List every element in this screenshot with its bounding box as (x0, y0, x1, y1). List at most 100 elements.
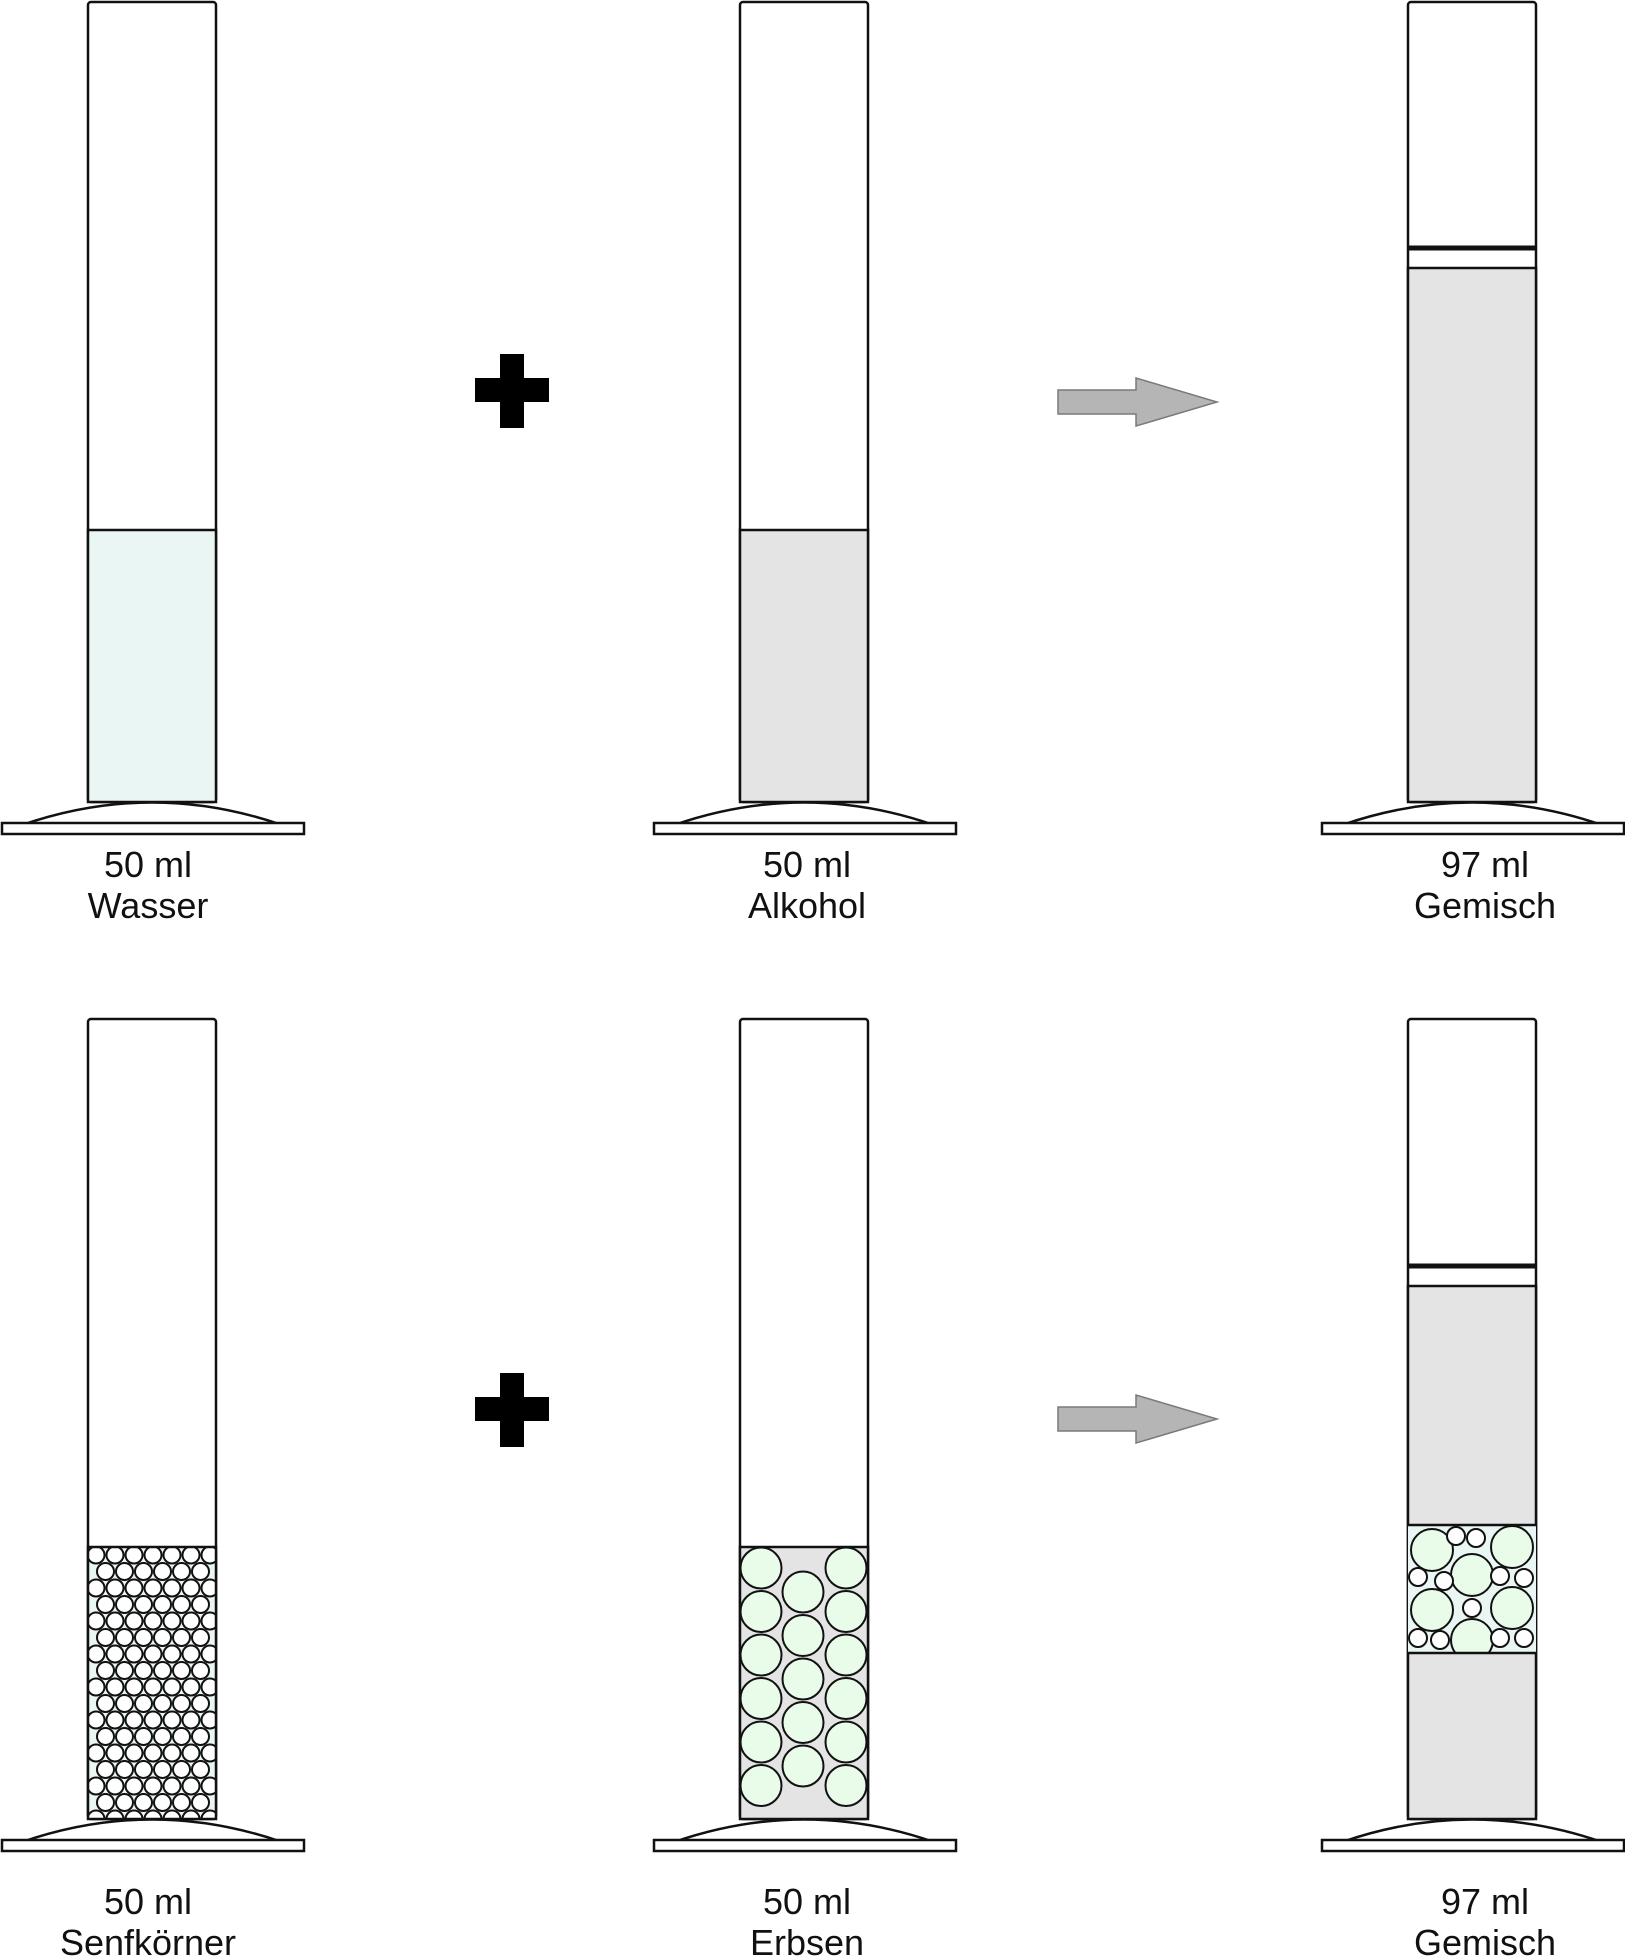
mustard-name-label: Senfkörner (60, 1922, 236, 1958)
water-name-label: Wasser (88, 885, 209, 926)
mustard-seed (172, 1562, 191, 1581)
mustard-seed (88, 1776, 106, 1796)
mustard-seed (88, 1710, 106, 1730)
pea (740, 1547, 783, 1590)
mustard-seed (115, 1793, 134, 1812)
mustard-seed (143, 1547, 163, 1565)
mustard-seed (96, 1628, 115, 1647)
mustard-seed (143, 1710, 163, 1730)
cylinder-alcohol (652, 0, 958, 836)
cylinder-alcohol-base (652, 821, 958, 836)
mustard-seed (181, 1710, 201, 1730)
mustard-seed (191, 1760, 210, 1779)
pea (740, 1590, 783, 1633)
mustard-seed (162, 1611, 182, 1631)
pea (740, 1764, 783, 1807)
mustard-seed (162, 1578, 182, 1598)
mustard-seed (191, 1727, 210, 1746)
cylinder-mixture-grains (1320, 1017, 1625, 1853)
cylinder-mustard-foot (21, 1818, 283, 1844)
pea (824, 1633, 868, 1677)
mustard-seed (105, 1677, 125, 1697)
mustard-seed (1446, 1526, 1466, 1546)
mustard-seed (134, 1793, 153, 1812)
mustard-seed (115, 1562, 134, 1581)
cylinder-peas (652, 1017, 958, 1853)
mustard-seed (1490, 1566, 1510, 1586)
mixture-grains-volume-label: 97 ml (1441, 1881, 1529, 1922)
mustard-seed (105, 1547, 125, 1565)
mustard-seed (153, 1760, 172, 1779)
mustard-seed (200, 1611, 216, 1631)
mustard-seed (191, 1562, 210, 1581)
mustard-seed (1514, 1628, 1534, 1648)
pea (781, 1744, 825, 1788)
pea (740, 1720, 783, 1764)
cylinder-mixture (1320, 0, 1625, 836)
mustard-seed (124, 1677, 144, 1697)
mustard-seed (200, 1547, 216, 1565)
mustard-seed (115, 1628, 134, 1647)
mustard-seed (88, 1743, 106, 1763)
mustard-seed (96, 1595, 115, 1614)
cylinder-peas-base (652, 1838, 958, 1853)
mustard-seed (191, 1595, 210, 1614)
mustard-seed (88, 1547, 106, 1565)
mustard-seed (1434, 1571, 1454, 1591)
mustard-seed (172, 1793, 191, 1812)
mustard-seed (153, 1793, 172, 1812)
mustard-seed (88, 1611, 106, 1631)
mustard-seed (134, 1694, 153, 1713)
mustard-seed (143, 1578, 163, 1598)
alcohol-name-label: Alkohol (748, 885, 866, 926)
mustard-seed (172, 1628, 191, 1647)
cylinder-alcohol-foot (673, 801, 935, 827)
mustard-seed (172, 1595, 191, 1614)
plus-icon (475, 354, 549, 428)
water-volume-label: 50 ml (104, 844, 192, 885)
mustard-seed (162, 1677, 182, 1697)
mustard-seed (181, 1644, 201, 1664)
mustard-seed (143, 1677, 163, 1697)
mustard-seed (200, 1644, 216, 1664)
mustard-seed (153, 1628, 172, 1647)
mustard-seed (162, 1776, 182, 1796)
mustard-seed (115, 1661, 134, 1680)
mustard-seed (124, 1644, 144, 1664)
mustard-seed (134, 1628, 153, 1647)
mustard-volume-label: 50 ml (104, 1881, 192, 1922)
mustard-seed (162, 1547, 182, 1565)
mustard-seed (96, 1727, 115, 1746)
mustard-seed (191, 1793, 210, 1812)
mustard-seed (124, 1578, 144, 1598)
mustard-seed (181, 1611, 201, 1631)
mustard-seed (1490, 1628, 1510, 1648)
mustard-seed (143, 1644, 163, 1664)
pea (824, 1590, 868, 1633)
mustard-seed (200, 1677, 216, 1697)
mustard-seed (115, 1694, 134, 1713)
mustard-seed (1430, 1630, 1450, 1650)
mustard-seed (105, 1611, 125, 1631)
cylinder-peas-foot (673, 1818, 935, 1844)
mustard-seed (181, 1809, 201, 1819)
cylinder-water-foot (21, 801, 283, 827)
mustard-seed (1466, 1528, 1486, 1548)
mustard-seed (181, 1776, 201, 1796)
mustard-seed (153, 1595, 172, 1614)
mustard-seed (172, 1661, 191, 1680)
pea (781, 1701, 825, 1744)
mustard-seed (105, 1644, 125, 1664)
mustard-seed (105, 1809, 125, 1819)
mustard-seed (162, 1743, 182, 1763)
mustard-seed (162, 1644, 182, 1664)
mustard-seed (105, 1743, 125, 1763)
cylinder-mixture-foot (1341, 801, 1603, 827)
mustard-seed (200, 1809, 216, 1819)
cylinder-water-base (0, 821, 306, 836)
mustard-seed (172, 1727, 191, 1746)
mustard-seed (88, 1578, 106, 1598)
mustard-seed (96, 1793, 115, 1812)
pea (824, 1547, 868, 1590)
mustard-seed (153, 1562, 172, 1581)
